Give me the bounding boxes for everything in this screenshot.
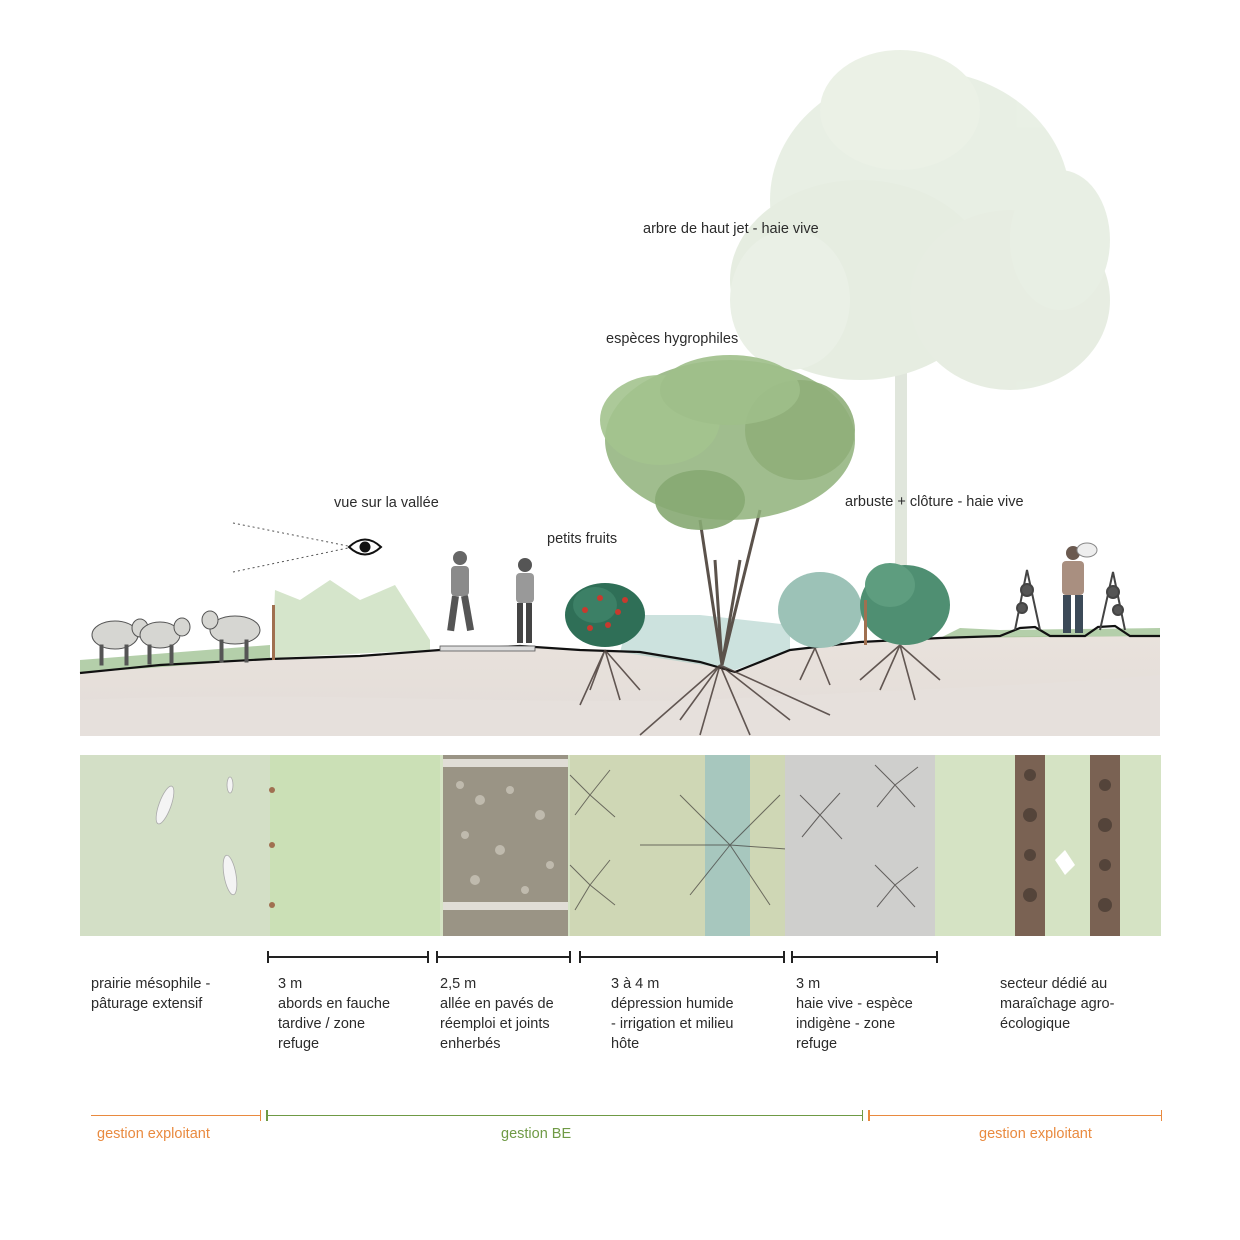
zone-line: réemploi et joints	[440, 1014, 554, 1034]
zone-line: maraîchage agro-	[1000, 994, 1114, 1014]
label-arbuste: arbuste + clôture - haie vive	[845, 492, 1024, 512]
paved-alley	[443, 755, 568, 936]
dim-line-4	[792, 956, 937, 968]
management-line-left	[91, 1115, 260, 1116]
zone-line: pâturage extensif	[91, 994, 210, 1014]
management-label-right: gestion exploitant	[979, 1124, 1092, 1144]
zone-width: 3 m	[278, 974, 390, 994]
zone-line: refuge	[278, 1034, 390, 1054]
zone-allee: 2,5 m allée en pavés de réemploi et join…	[440, 974, 554, 1054]
zone-width: 2,5 m	[440, 974, 554, 994]
sight-lines	[233, 523, 348, 572]
label-hygrophiles: espèces hygrophiles	[606, 329, 738, 349]
zone-prairie: prairie mésophile - pâturage extensif	[91, 974, 210, 1014]
zone-line: enherbés	[440, 1034, 554, 1054]
label-vue-vallee: vue sur la vallée	[334, 493, 439, 513]
zone-width: 3 m	[796, 974, 913, 994]
dim-line-3	[580, 956, 784, 968]
landscape-section	[0, 0, 1240, 760]
zone-line: hôte	[611, 1034, 734, 1054]
management-line-right	[869, 1115, 1161, 1116]
eye-icon	[349, 540, 381, 555]
zone-line: indigène - zone	[796, 1014, 913, 1034]
management-line-center	[267, 1115, 862, 1116]
zone-line: refuge	[796, 1034, 913, 1054]
zone-haie: 3 m haie vive - espèce indigène - zone r…	[796, 974, 913, 1054]
zone-line: abords en fauche	[278, 994, 390, 1014]
zone-line: dépression humide	[611, 994, 734, 1014]
hedge-strip	[785, 755, 935, 936]
dim-line-2	[437, 956, 570, 968]
zone-abords: 3 m abords en fauche tardive / zone refu…	[278, 974, 390, 1054]
zone-line: - irrigation et milieu	[611, 1014, 734, 1034]
zone-line: haie vive - espèce	[796, 994, 913, 1014]
zone-maraichage: secteur dédié au maraîchage agro- écolog…	[1000, 974, 1114, 1034]
management-label-center: gestion BE	[501, 1124, 571, 1144]
zone-line: tardive / zone	[278, 1014, 390, 1034]
wetland-strip	[570, 755, 800, 936]
zone-depression: 3 à 4 m dépression humide - irrigation e…	[611, 974, 734, 1054]
label-haut-jet: arbre de haut jet - haie vive	[643, 219, 819, 239]
berry-shrub	[565, 583, 645, 647]
hedge-shrubs	[778, 563, 950, 648]
fence-post	[272, 605, 275, 660]
plan-view	[80, 755, 1161, 936]
zone-line: écologique	[1000, 1014, 1114, 1034]
zone-line: allée en pavés de	[440, 994, 554, 1014]
zone-line: secteur dédié au	[1000, 974, 1114, 994]
dim-line-1	[268, 956, 428, 968]
zone-line: prairie mésophile -	[91, 974, 210, 994]
zone-width: 3 à 4 m	[611, 974, 734, 994]
management-label-left: gestion exploitant	[97, 1124, 210, 1144]
label-petits-fruits: petits fruits	[547, 529, 617, 549]
